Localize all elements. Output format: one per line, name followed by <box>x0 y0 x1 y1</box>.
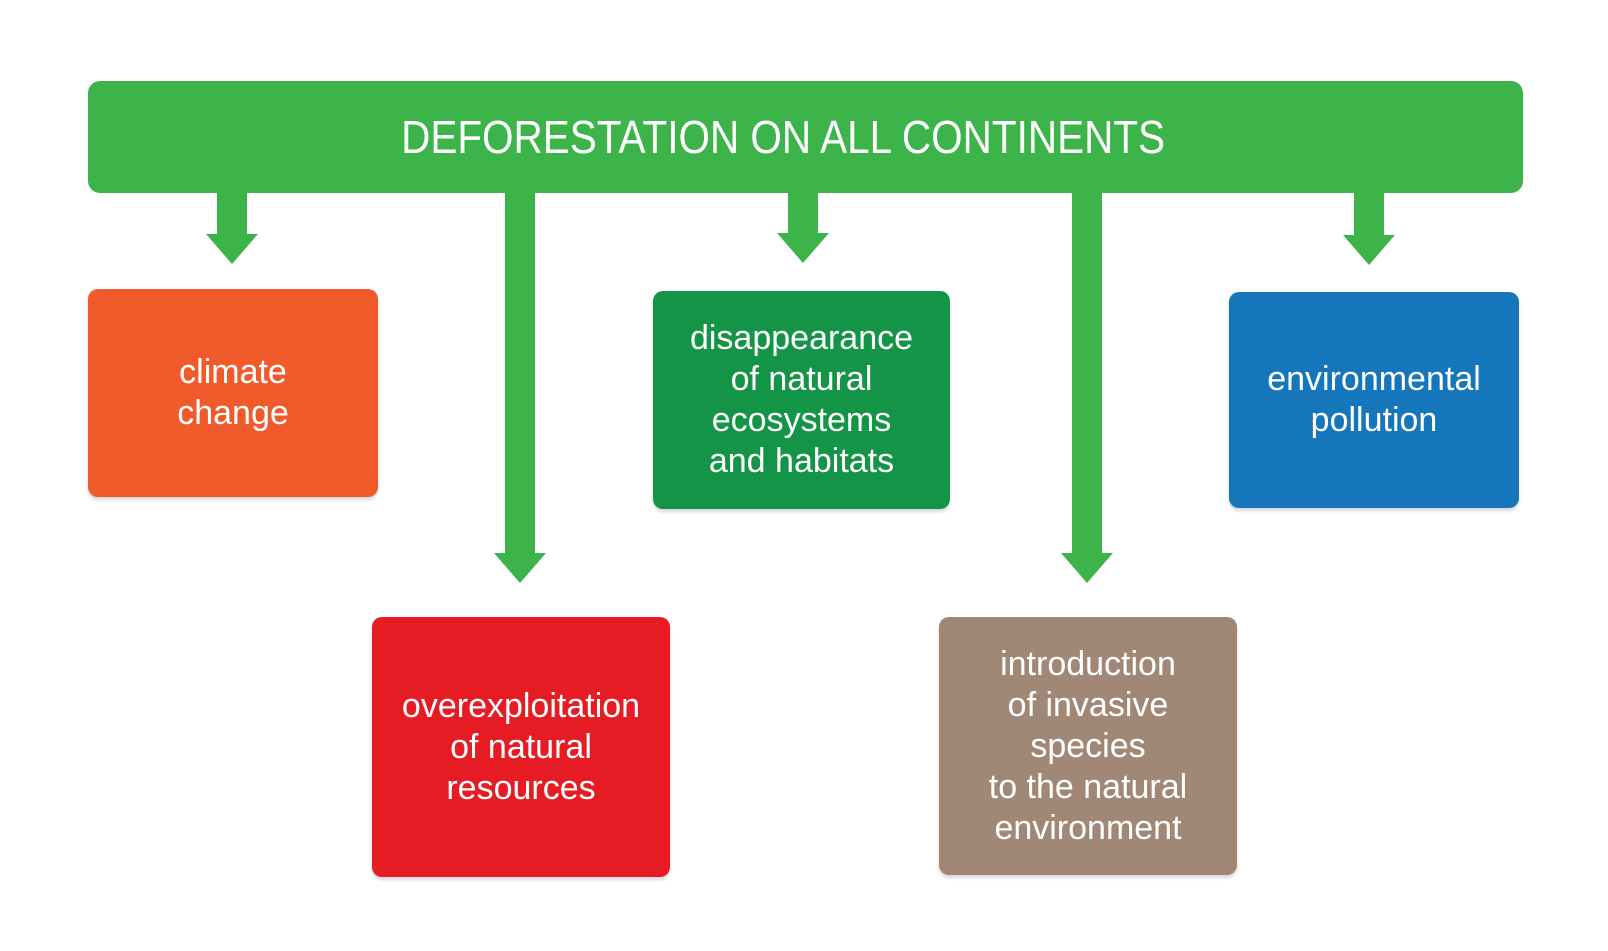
arrow-shaft <box>788 188 818 233</box>
arrow-head-icon <box>494 553 546 583</box>
arrow-to-invasive-species <box>1061 188 1113 583</box>
box-overexploitation-resources-label: overexploitation of natural resources <box>401 686 641 807</box>
arrow-to-environmental-pollution <box>1343 188 1395 265</box>
arrow-to-disappearance <box>777 188 829 263</box>
box-disappearance-ecosystems: disappearance of natural ecosystems and … <box>653 291 950 509</box>
arrow-head-icon <box>206 234 258 264</box>
arrow-to-overexploitation <box>494 188 546 583</box>
arrow-shaft <box>505 188 535 553</box>
arrow-shaft <box>217 188 247 234</box>
box-climate-change-label: climate change <box>177 353 289 432</box>
box-environmental-pollution-label: environmental pollution <box>1267 360 1481 439</box>
diagram-title: DEFORESTATION ON ALL CONTINENTS <box>401 111 1166 163</box>
box-climate-change: climate change <box>88 289 378 497</box>
box-environmental-pollution: environmental pollution <box>1229 292 1519 508</box>
arrow-head-icon <box>1343 235 1395 265</box>
box-disappearance-ecosystems-label: disappearance of natural ecosystems and … <box>689 319 914 480</box>
arrow-to-climate-change <box>206 188 258 264</box>
header-banner: DEFORESTATION ON ALL CONTINENTS <box>88 81 1523 193</box>
box-invasive-species-label: introduction of invasive species to the … <box>988 644 1188 847</box>
arrow-shaft <box>1072 188 1102 553</box>
box-overexploitation-resources: overexploitation of natural resources <box>372 617 670 877</box>
box-invasive-species: introduction of invasive species to the … <box>939 617 1237 875</box>
arrow-head-icon <box>1061 553 1113 583</box>
arrow-shaft <box>1354 188 1384 235</box>
arrow-head-icon <box>777 233 829 263</box>
